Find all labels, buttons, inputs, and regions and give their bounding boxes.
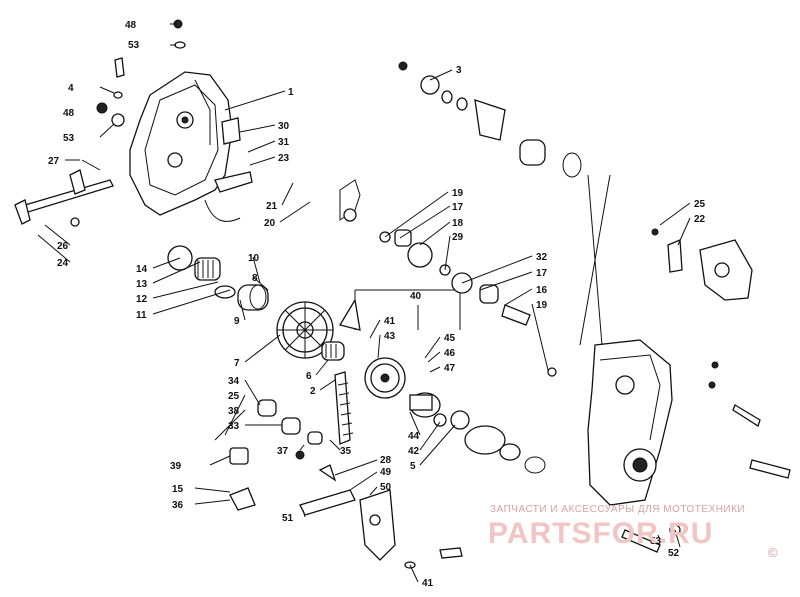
gears-middle-right [339,179,557,377]
callout-2: 2 [310,386,316,397]
callout-21: 21 [266,201,278,212]
callout-40: 40 [410,291,422,302]
upper-shaft [398,61,582,178]
callout-41: 41 [384,316,396,327]
rollers-left [229,399,323,465]
large-sprocket-7 [276,301,334,359]
callout-42: 42 [408,446,420,457]
callout-39: 39 [170,461,182,472]
callout-4: 4 [68,83,74,94]
callout-19: 19 [452,188,464,199]
small-sprocket-6 [321,341,345,361]
callout-5: 5 [410,461,416,472]
callout-19-right: 19 [536,300,548,311]
sprocket-43 [364,357,406,399]
callout-23: 23 [278,153,290,164]
callout-20: 20 [264,218,276,229]
callout-17-right: 17 [536,268,548,279]
callout-53-bottom: 53 [650,536,662,547]
bracket-23 [204,171,253,222]
hardware-top [96,19,186,127]
callout-51: 51 [282,513,294,524]
gearcase-bracket-22 [651,228,753,301]
callout-38: 38 [228,406,240,417]
callout-14: 14 [136,264,148,275]
callout-48-top: 48 [125,20,137,31]
callout-16: 16 [536,285,548,296]
callout-15: 15 [172,484,184,495]
callout-36: 36 [172,500,184,511]
watermark-logo: PARTSFOR.RU [488,517,713,550]
callout-29: 29 [452,232,464,243]
callout-6: 6 [306,371,312,382]
callout-25-left: 25 [228,391,240,402]
callout-34: 34 [228,376,240,387]
callout-25-right: 25 [694,199,706,210]
callout-26: 26 [57,241,69,252]
bracket-36 [229,487,256,511]
callout-11: 11 [136,310,147,321]
callout-44: 44 [408,431,420,442]
callout-12: 12 [136,294,148,305]
callout-48: 48 [63,108,75,119]
callout-22: 22 [694,214,706,225]
watermark-copyright: © [768,545,778,560]
callout-31: 31 [278,137,290,148]
callout-10: 10 [248,253,260,264]
callout-30: 30 [278,121,290,132]
callout-32: 32 [536,252,548,263]
callout-labels: 48 53 4 48 53 1 30 31 23 27 26 24 21 20 … [48,20,706,589]
callout-8: 8 [252,273,258,284]
callout-41-bottom: 41 [422,578,434,589]
callout-47: 47 [444,363,456,374]
callout-50: 50 [380,482,392,493]
callout-35: 35 [340,446,352,457]
bolts-right [621,361,791,553]
spring-assembly [167,245,269,311]
plate-30 [221,117,241,145]
callout-28: 28 [380,455,392,466]
callout-52: 52 [668,548,680,559]
callout-27: 27 [48,156,60,167]
chain-2 [334,371,354,445]
hub-44 [409,392,546,474]
callout-9: 9 [234,316,240,327]
callout-7: 7 [234,358,240,369]
chaincase-cover [129,71,233,216]
callout-33: 33 [228,421,240,432]
callout-3: 3 [456,65,462,76]
gearcase-housing [587,339,673,506]
callout-24: 24 [57,258,69,269]
callout-43: 43 [384,331,396,342]
callout-49: 49 [380,467,392,478]
callout-13: 13 [136,279,148,290]
callout-53: 53 [63,133,75,144]
shaft-27 [14,159,114,227]
callout-45: 45 [444,333,456,344]
callout-53-top: 53 [128,40,140,51]
callout-17: 17 [452,202,464,213]
watermark-caption: ЗАПЧАСТИ И АКСЕССУАРЫ ДЛЯ МОТОТЕХНИКИ [490,504,745,515]
callout-1: 1 [288,87,294,98]
watermark: ЗАПЧАСТИ И АКСЕССУАРЫ ДЛЯ МОТОТЕХНИКИ PA… [488,504,778,560]
lever-assembly [299,464,463,569]
bracket-40 [338,289,461,331]
leader-lines [37,23,691,583]
callout-46: 46 [444,348,456,359]
callout-18: 18 [452,218,464,229]
callout-37: 37 [277,446,289,457]
